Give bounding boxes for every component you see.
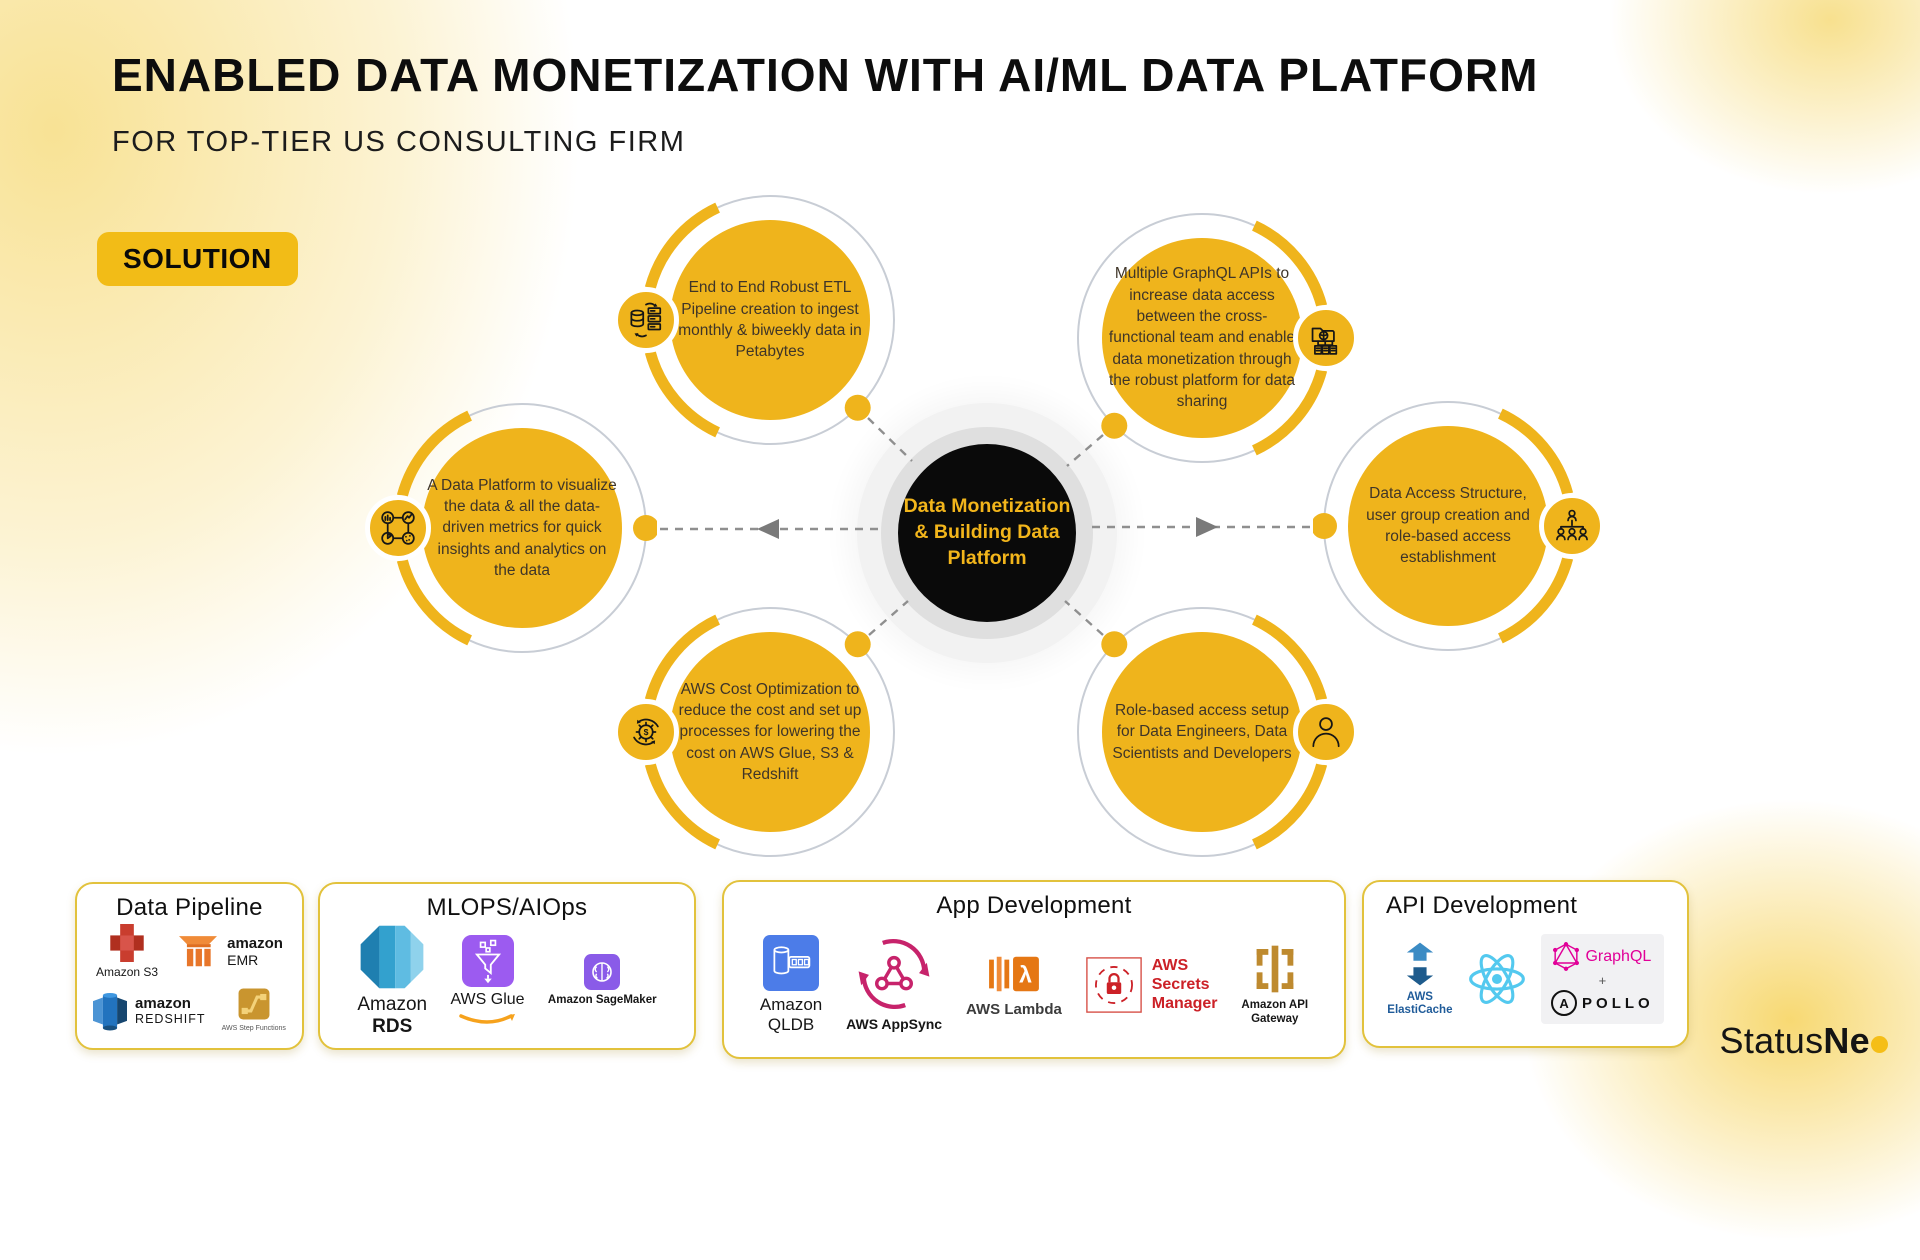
amazon-s3-icon bbox=[110, 923, 144, 962]
logo-amazon-sagemaker: Amazon SageMaker bbox=[548, 954, 657, 1007]
solution-node-role-based-access: Role-based access setup for Data Enginee… bbox=[1067, 597, 1359, 867]
logo-amazon-rds: Amazon RDS bbox=[357, 924, 427, 1038]
group-title: MLOPS/AIOps bbox=[426, 894, 588, 921]
database-transfer-icon bbox=[613, 287, 679, 353]
aws-appsync-icon bbox=[858, 939, 930, 1010]
solution-node-cost-optimization: AWS Cost Optimization to reduce the cost… bbox=[613, 597, 905, 867]
hub-circle: Data Monetization & Building Data Platfo… bbox=[898, 444, 1076, 622]
data-sharing-icon bbox=[1293, 305, 1359, 371]
amazon-smile-icon bbox=[458, 1014, 515, 1024]
logo-row: Amazon QLDB AWS AppSync bbox=[724, 920, 1344, 1057]
group-api-development: API Development AWS ElastiCache bbox=[1362, 880, 1689, 1048]
node-ring bbox=[640, 190, 900, 450]
logo-row: Amazon S3 amazon EMR bbox=[77, 922, 302, 981]
logo-row: Amazon RDS AWS Glue bbox=[320, 922, 694, 1048]
react-icon bbox=[1468, 954, 1525, 1004]
group-title: App Development bbox=[936, 892, 1132, 919]
corner-glow-top-right bbox=[1590, 0, 1920, 210]
amazon-qldb-icon bbox=[763, 934, 820, 991]
solution-node-access-structure: Data Access Structure, user group creati… bbox=[1313, 391, 1605, 661]
logo-amazon-api-gateway: Amazon API Gateway bbox=[1241, 943, 1308, 1025]
group-title: Data Pipeline bbox=[116, 894, 263, 921]
brand-light: Status bbox=[1719, 1020, 1824, 1061]
logo-aws-appsync: AWS AppSync bbox=[846, 936, 942, 1032]
amazon-redshift-icon bbox=[93, 992, 128, 1030]
node-text: End to End Robust ETL Pipeline creation … bbox=[678, 279, 862, 361]
logo-aws-glue: AWS Glue bbox=[450, 934, 525, 1027]
arrow-right-icon bbox=[1196, 517, 1218, 537]
logo-amazon-qldb: Amazon QLDB bbox=[760, 934, 822, 1034]
apollo-icon: A bbox=[1551, 990, 1578, 1016]
hub-ring: Data Monetization & Building Data Platfo… bbox=[881, 427, 1093, 639]
node-text: Role-based access setup for Data Enginee… bbox=[1112, 701, 1292, 762]
group-title: API Development bbox=[1386, 892, 1578, 919]
logo-amazon-s3: Amazon S3 bbox=[96, 923, 158, 980]
logo-amazon-redshift: amazon REDSHIFT bbox=[93, 991, 206, 1031]
user-icon bbox=[1293, 699, 1359, 765]
amazon-sagemaker-icon bbox=[584, 954, 621, 991]
hub-label: Data Monetization & Building Data Platfo… bbox=[903, 495, 1071, 569]
logo-aws-elasticache: AWS ElastiCache bbox=[1387, 941, 1452, 1017]
amazon-rds-icon bbox=[360, 925, 424, 989]
svg-text:λ: λ bbox=[1019, 962, 1032, 988]
page-subtitle: FOR TOP-TIER US CONSULTING FIRM bbox=[112, 126, 686, 158]
statusneo-logo: StatusNe bbox=[1720, 1020, 1888, 1062]
logo-amazon-emr: amazon EMR bbox=[177, 933, 283, 971]
solution-node-data-platform: A Data Platform to visualize the data & … bbox=[365, 393, 657, 663]
cost-gear-icon: $ bbox=[613, 699, 679, 765]
amazon-emr-icon bbox=[179, 935, 218, 966]
logo-graphql-apollo: GraphQL + A POLLO bbox=[1541, 934, 1664, 1024]
node-text: Multiple GraphQL APIs to increase data a… bbox=[1108, 265, 1296, 411]
aws-glue-icon bbox=[461, 934, 514, 987]
org-hierarchy-icon bbox=[1539, 493, 1605, 559]
corner-glow-top-left bbox=[0, 0, 600, 780]
node-text: A Data Platform to visualize the data & … bbox=[427, 476, 617, 580]
aws-secrets-manager-icon bbox=[1085, 956, 1142, 1013]
amazon-api-gateway-icon bbox=[1256, 945, 1294, 993]
logo-row: AWS ElastiCache bbox=[1364, 920, 1687, 1046]
brand-dot-icon bbox=[1871, 1036, 1888, 1053]
group-mlops-aiops: MLOPS/AIOps Amazon RDS bbox=[318, 882, 696, 1050]
aws-elasticache-icon bbox=[1406, 942, 1434, 986]
solution-node-etl: End to End Robust ETL Pipeline creation … bbox=[613, 185, 905, 455]
aws-step-functions-icon bbox=[238, 989, 270, 1020]
logo-aws-step-functions: AWS Step Functions bbox=[222, 987, 286, 1033]
svg-text:$: $ bbox=[644, 727, 649, 737]
group-data-pipeline: Data Pipeline Amazon S3 amazon EMR bbox=[75, 882, 304, 1050]
solution-node-graphql-apis: Multiple GraphQL APIs to increase data a… bbox=[1067, 203, 1359, 473]
group-app-development: App Development Amazon QLDB bbox=[722, 880, 1346, 1059]
logo-aws-secrets-manager: AWS Secrets Manager bbox=[1085, 956, 1218, 1014]
graphql-icon bbox=[1553, 942, 1580, 971]
aws-lambda-icon: λ bbox=[988, 956, 1039, 992]
brand-bold: Ne bbox=[1823, 1020, 1870, 1061]
analytics-icon bbox=[365, 495, 431, 561]
solution-badge: SOLUTION bbox=[97, 232, 298, 286]
arrow-left-icon bbox=[757, 519, 779, 539]
logo-aws-lambda: λ AWS Lambda bbox=[966, 951, 1062, 1018]
node-text: AWS Cost Optimization to reduce the cost… bbox=[678, 680, 862, 784]
page-title: ENABLED DATA MONETIZATION WITH AI/ML DAT… bbox=[112, 49, 1539, 101]
logo-row: amazon REDSHIFT AWS Step Functions bbox=[77, 981, 302, 1040]
node-text: Data Access Structure, user group creati… bbox=[1366, 485, 1530, 567]
